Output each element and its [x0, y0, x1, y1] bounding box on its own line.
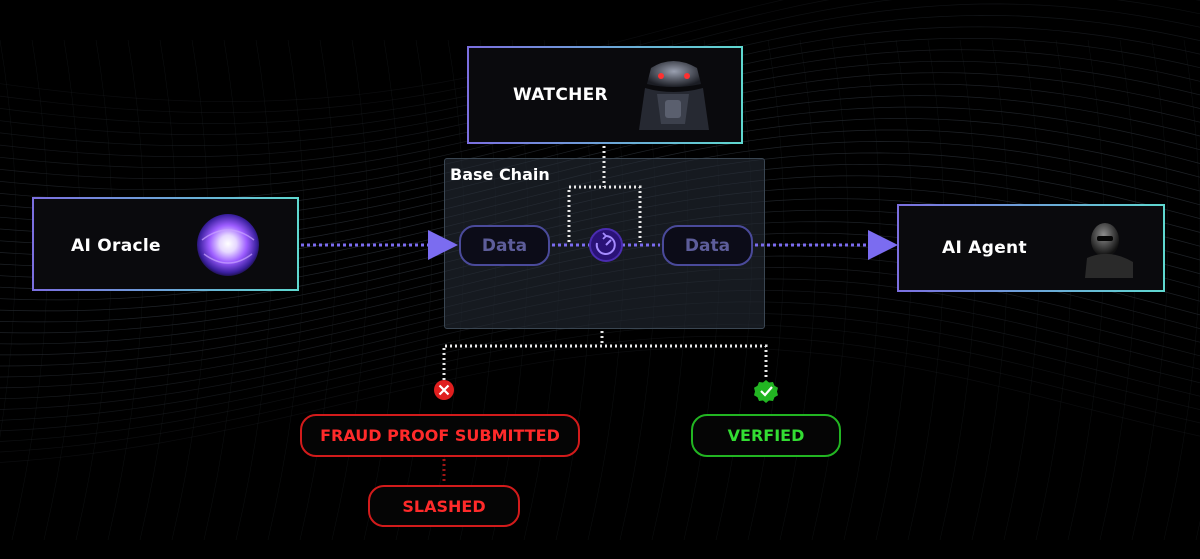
- data-output-pill: Data: [662, 225, 753, 266]
- wave-line: [0, 39, 17, 439]
- wave-line: [0, 347, 1200, 463]
- agent-label: AI Agent: [942, 238, 1027, 258]
- ai-oracle-node: AI Oracle: [32, 197, 299, 291]
- verified-box: VERFIED: [691, 414, 841, 457]
- watcher-label: WATCHER: [513, 85, 608, 105]
- fraud-proof-box: FRAUD PROOF SUBMITTED: [300, 414, 580, 457]
- ai-agent-node: AI Agent: [897, 204, 1165, 292]
- wave-line: [0, 324, 1200, 442]
- wave-line: [363, 39, 401, 541]
- wave-line: [331, 39, 369, 541]
- slashed-box: SLASHED: [368, 485, 520, 527]
- wave-line: [395, 39, 433, 541]
- wave-line: [843, 39, 881, 541]
- cpu-orb-icon: [197, 214, 259, 276]
- wave-line: [1131, 39, 1169, 541]
- wave-line: [1163, 39, 1200, 541]
- wave-line: [747, 39, 785, 541]
- wave-line: [1195, 520, 1200, 541]
- watcher-node: WATCHER: [467, 46, 743, 144]
- data-input-pill: Data: [459, 225, 550, 266]
- robot-watcher-icon: [639, 61, 709, 130]
- robot-agent-icon: [1085, 223, 1133, 278]
- base-chain-title: Base Chain: [450, 165, 550, 184]
- oracle-label: AI Oracle: [71, 236, 161, 256]
- wave-line: [811, 39, 849, 541]
- wave-line: [299, 39, 337, 541]
- wave-line: [779, 39, 817, 541]
- wave-line: [0, 312, 1200, 432]
- wave-line: [267, 39, 305, 541]
